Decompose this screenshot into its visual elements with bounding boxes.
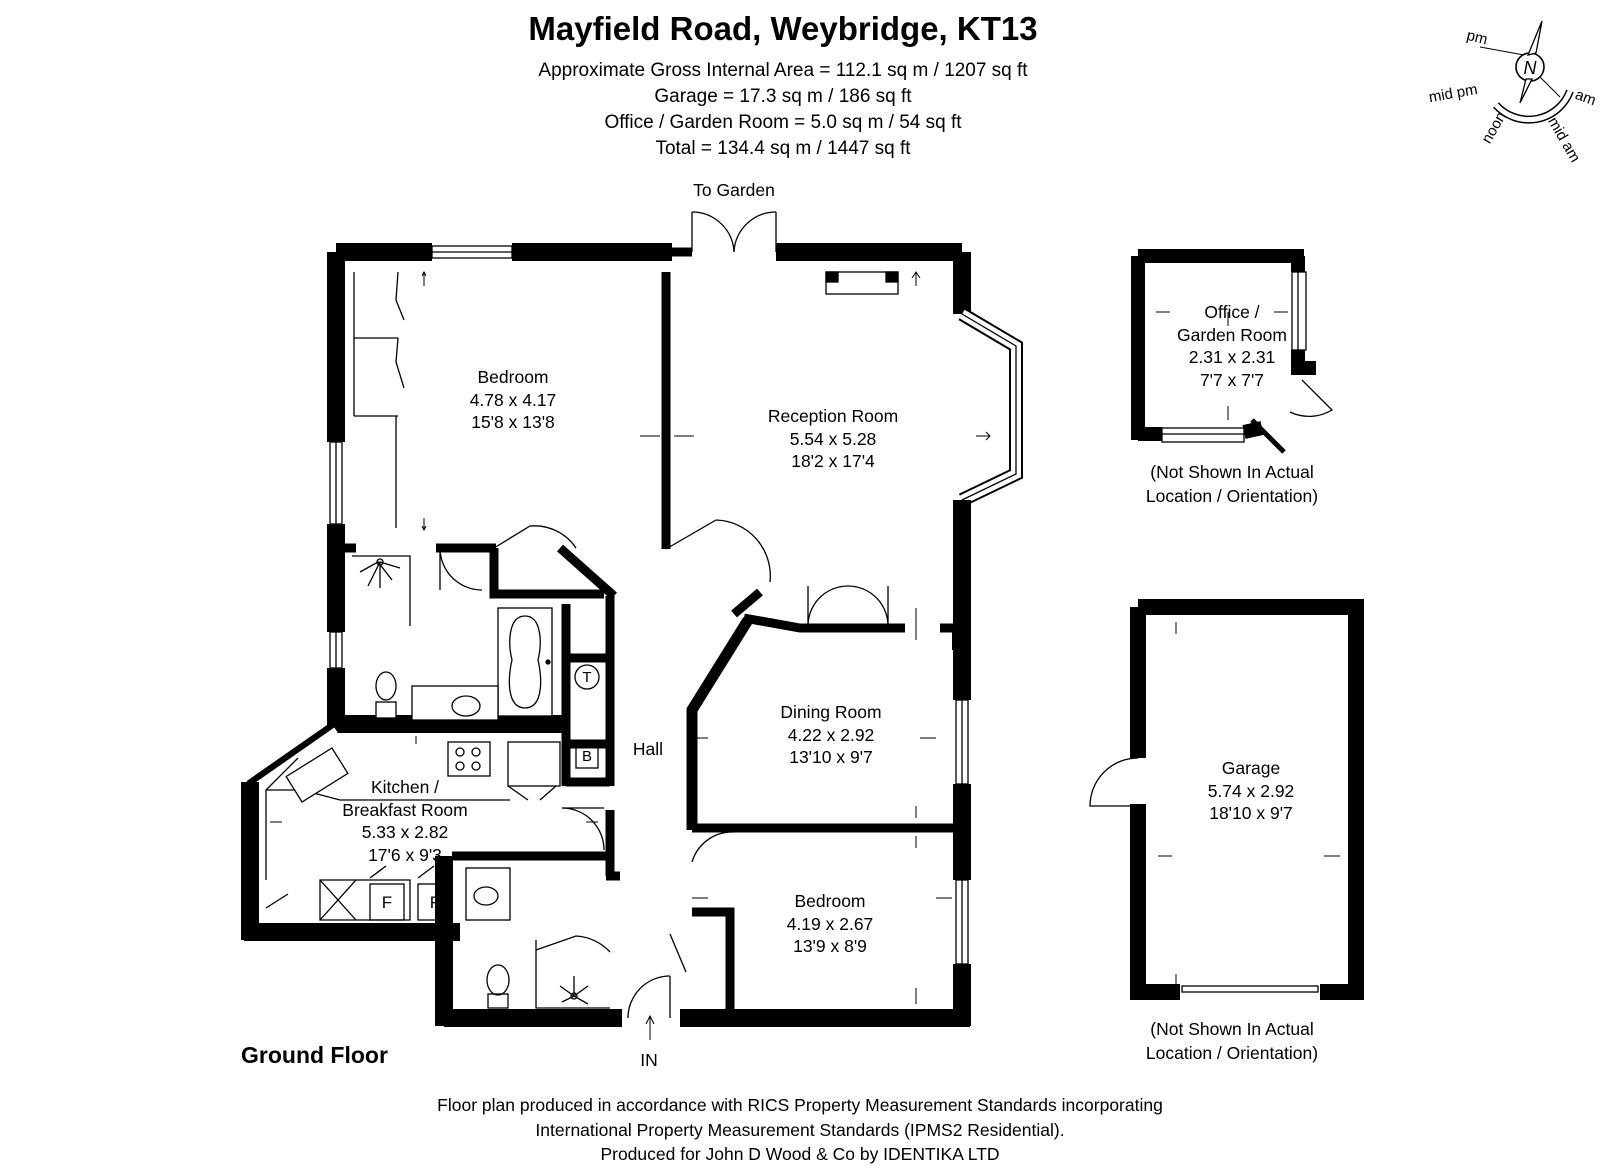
wall [246,721,340,791]
floor-label: Ground Floor [241,1042,388,1068]
room-imperial: 13'10 x 9'7 [789,747,873,767]
fridge-label: F [382,893,392,912]
room-garage: Garage 5.74 x 2.92 18'10 x 9'7 [1208,757,1295,825]
wall [557,544,617,600]
wall [566,653,610,787]
room-metric: 2.31 x 2.31 [1188,347,1276,367]
room-name: Breakfast Room [342,799,468,820]
room-metric: 5.54 x 5.28 [789,428,877,449]
room-name: Garage [1221,758,1281,778]
wall [743,613,905,633]
wall [692,907,735,1018]
room-dining: Dining Room 4.22 x 2.92 13'10 x 9'7 [780,701,881,769]
room-name: Bedroom [794,891,866,911]
to-garden-label: To Garden [693,180,775,200]
gross-internal-area: Approximate Gross Internal Area = 112.1 … [538,60,1028,81]
garage-location-note: (Not Shown In Actual Location / Orientat… [1146,1018,1318,1065]
fireplace [825,271,899,295]
wall [686,617,753,830]
room-name: Hall [632,739,664,759]
tank-icon [574,664,600,690]
compass-label-mid-pm: mid pm [1428,81,1479,106]
fridge-icon [417,883,453,921]
room-imperial: 15'8 x 13'8 [471,412,555,432]
room-name: Reception Room [767,406,899,426]
room-metric: 5.33 x 2.82 [361,822,449,842]
compass-north: N [1524,58,1538,78]
office-location-note: (Not Shown In Actual Location / Orientat… [1146,461,1318,508]
room-imperial: 18'2 x 17'4 [791,451,875,471]
footer-line: Produced for John D Wood & Co by IDENTIK… [600,1144,1000,1164]
room-imperial: 18'10 x 9'7 [1209,803,1293,823]
office-area: Office / Garden Room = 5.0 sq m / 54 sq … [604,112,962,133]
window [1161,427,1245,443]
footer-line: International Property Measurement Stand… [535,1119,1065,1140]
compass [1479,20,1574,124]
note-line: Location / Orientation) [1145,1042,1319,1063]
room-metric: 4.19 x 2.67 [786,913,874,934]
wall [489,548,604,599]
room-bedroom-1: Bedroom 4.78 x 4.17 15'8 x 13'8 [470,366,557,434]
fridge-label: F [430,893,440,912]
room-imperial: 7'7 x 7'7 [1199,369,1265,390]
garage-door [1181,985,1319,993]
note-line: Location / Orientation) [1145,485,1319,506]
room-hall: Hall [633,738,663,761]
room-office: Office / Garden Room 2.31 x 2.31 7'7 x 7… [1177,301,1287,391]
plan-title: Mayfield Road, Weybridge, KT13 [528,10,1038,47]
tank-label: T [582,669,591,686]
window [1291,271,1307,351]
bath [497,607,553,717]
total-area: Total = 134.4 sq m / 1447 sq ft [655,138,911,159]
garage-area: Garage = 17.3 sq m / 186 sq ft [654,86,912,107]
room-name: Garden Room [1177,324,1287,345]
room-metric: 4.22 x 2.92 [787,724,875,745]
room-name: Dining Room [780,702,882,722]
footer-line: Floor plan produced in accordance with R… [437,1095,1163,1115]
footer: Floor plan produced in accordance with R… [437,1093,1163,1167]
room-name: Kitchen / [370,777,440,797]
boiler-label: B [582,748,592,765]
compass-label-am: am [1573,86,1598,109]
room-name: Office / [1204,302,1260,322]
wall [1291,350,1316,375]
entrance-label: IN [640,1050,658,1070]
room-imperial: 13'9 x 8'9 [793,936,867,956]
compass-label-mid-am: mid am [1544,114,1583,165]
room-bedroom-2: Bedroom 4.19 x 2.67 13'9 x 8'9 [787,890,874,958]
room-kitchen: Kitchen / Breakfast Room 5.33 x 2.82 17'… [342,776,467,866]
compass-label-pm: pm [1465,27,1489,49]
room-metric: 5.74 x 2.92 [1207,780,1295,801]
note-line: (Not Shown In Actual [1150,462,1314,482]
fridge-icon [369,883,405,921]
note-line: (Not Shown In Actual [1150,1019,1314,1039]
room-imperial: 17'6 x 9'3 [368,844,442,865]
room-metric: 4.78 x 4.17 [469,389,557,410]
room-reception: Reception Room 5.54 x 5.28 18'2 x 17'4 [768,405,898,473]
boiler-icon [575,741,599,769]
room-name: Bedroom [477,367,549,387]
